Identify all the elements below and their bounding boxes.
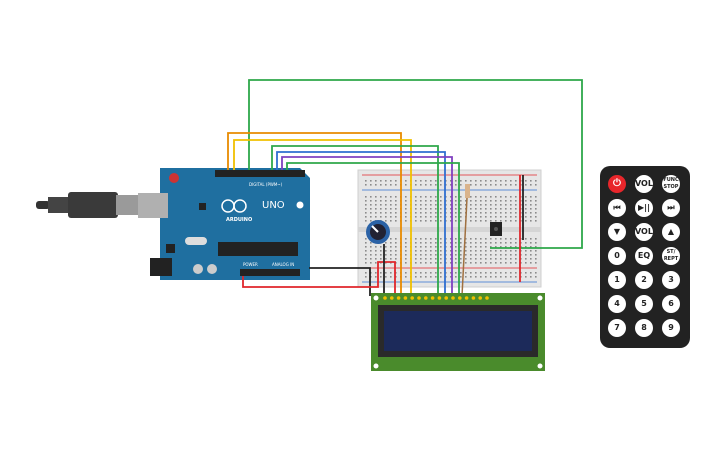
digit-4-button[interactable]: 4 bbox=[608, 295, 626, 313]
wires bbox=[227, 79, 583, 296]
digit-2-button[interactable]: 2 bbox=[635, 271, 653, 289]
analog-header-label: ANALOG IN bbox=[272, 262, 294, 267]
atmega-chip bbox=[218, 242, 298, 256]
resistor[interactable] bbox=[461, 184, 470, 297]
power-button[interactable]: ⏻ bbox=[608, 175, 626, 193]
digit-5-button[interactable]: 5 bbox=[635, 295, 653, 313]
ir-receiver[interactable] bbox=[490, 222, 502, 236]
digit-1-button[interactable]: 1 bbox=[608, 271, 626, 289]
lcd-screen bbox=[384, 311, 532, 351]
reset-button bbox=[169, 173, 179, 183]
play-pause-button[interactable]: ▶|| bbox=[635, 199, 653, 217]
up-button[interactable]: ▲ bbox=[662, 223, 680, 241]
vol-down-button[interactable]: VOL- bbox=[635, 223, 656, 241]
usb-cable[interactable] bbox=[36, 192, 138, 218]
power-jack bbox=[150, 258, 172, 276]
arduino-uno-board[interactable]: ARDUINO UNO DIGITAL (PWM~) POWER ANALOG … bbox=[138, 168, 310, 280]
arduino-brand-label: ARDUINO bbox=[226, 217, 252, 223]
breadboard[interactable] bbox=[357, 169, 542, 288]
potentiometer[interactable] bbox=[366, 220, 390, 244]
power-header-label: POWER bbox=[243, 262, 258, 267]
lcd-16x2-display[interactable] bbox=[371, 293, 545, 371]
st-rept-button[interactable]: ST/ REPT bbox=[662, 247, 680, 265]
digital-header-label: DIGITAL (PWM~) bbox=[249, 182, 283, 187]
power-analog-header bbox=[240, 269, 300, 276]
digit-3-button[interactable]: 3 bbox=[662, 271, 680, 289]
digit-6-button[interactable]: 6 bbox=[662, 295, 680, 313]
usb-port bbox=[138, 193, 168, 218]
eq-button[interactable]: EQ bbox=[635, 247, 653, 265]
next-button[interactable]: ⏭ bbox=[662, 199, 680, 217]
digit-8-button[interactable]: 8 bbox=[635, 319, 653, 337]
arduino-model-label: UNO bbox=[262, 200, 285, 211]
vol-up-button[interactable]: VOL+ bbox=[635, 175, 660, 193]
digital-header bbox=[215, 170, 305, 177]
func-stop-button[interactable]: FUNC STOP bbox=[662, 175, 680, 193]
digit-9-button[interactable]: 9 bbox=[662, 319, 680, 337]
down-button[interactable]: ▼ bbox=[608, 223, 626, 241]
prev-button[interactable]: ⏮ bbox=[608, 199, 626, 217]
digit-0-button[interactable]: 0 bbox=[608, 247, 626, 265]
digit-7-button[interactable]: 7 bbox=[608, 319, 626, 337]
